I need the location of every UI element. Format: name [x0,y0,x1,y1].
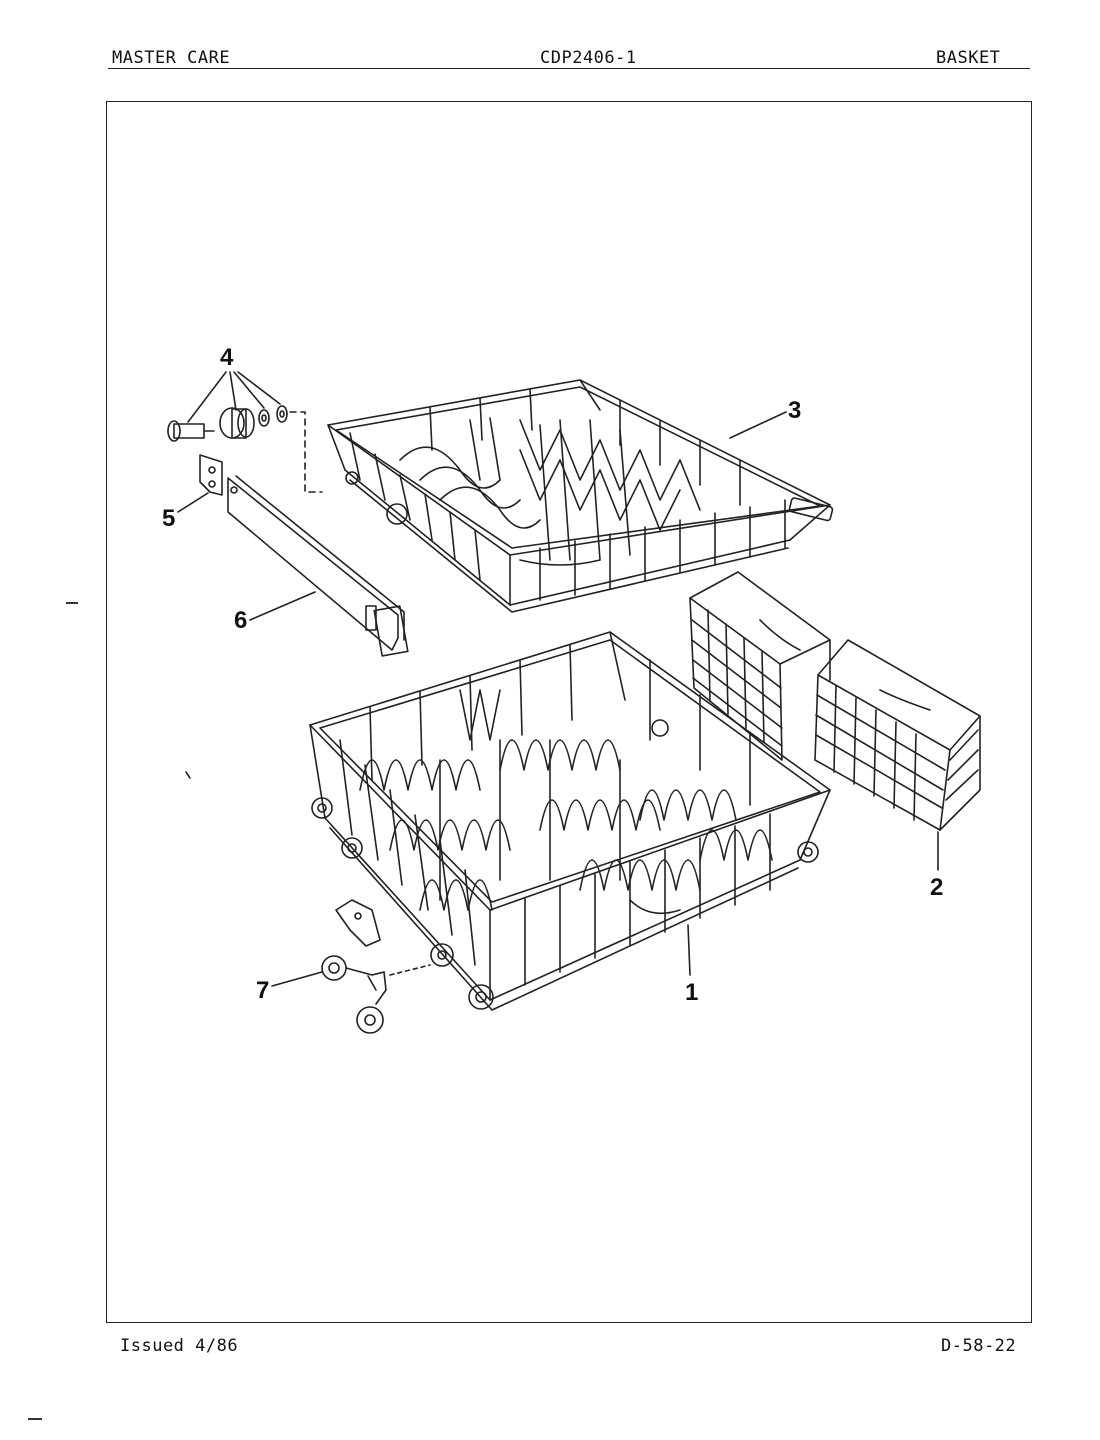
margin-mark [66,602,78,604]
lower-rack-back-wires [369,644,751,806]
header-brand: MASTER CARE [112,48,231,68]
upper-rack-tines [399,417,701,566]
upper-rack-front-wires [349,432,786,601]
callout-7: 7 [256,977,269,1004]
basket-grid-rear [691,609,783,747]
upper-rack-back-wires [429,388,741,506]
callout-2: 2 [930,874,943,901]
track-end-cap-illustration [199,454,223,496]
basket-grid-front [815,685,979,821]
diagram-frame [106,101,1032,1323]
lower-rack-front-wires [339,739,771,986]
margin-mark [28,1418,42,1420]
rack-wheel-assembly-illustration [321,899,387,1034]
silverware-basket-illustration [689,571,981,831]
header-model-number: CDP2406-1 [540,48,637,68]
upper-dish-rack-illustration [327,379,834,613]
callout-6: 6 [234,607,247,634]
callout-1: 1 [685,979,698,1006]
header-rule [108,68,1030,69]
header-section-title: BASKET [936,48,1001,68]
callout-3: 3 [788,397,801,424]
issued-date: Issued 4/86 [120,1336,239,1356]
rack-track-rail-illustration [227,475,409,657]
callout-5: 5 [162,505,175,532]
lower-rack-plate-tines [359,689,773,911]
stop-screw-roller-washer-illustration [167,405,288,442]
lower-dish-rack-illustration [309,631,831,1011]
page-code: D-58-22 [941,1336,1017,1356]
callout-labels: 1 2 3 4 5 6 7 [162,344,943,1006]
callout-4: 4 [220,344,234,371]
